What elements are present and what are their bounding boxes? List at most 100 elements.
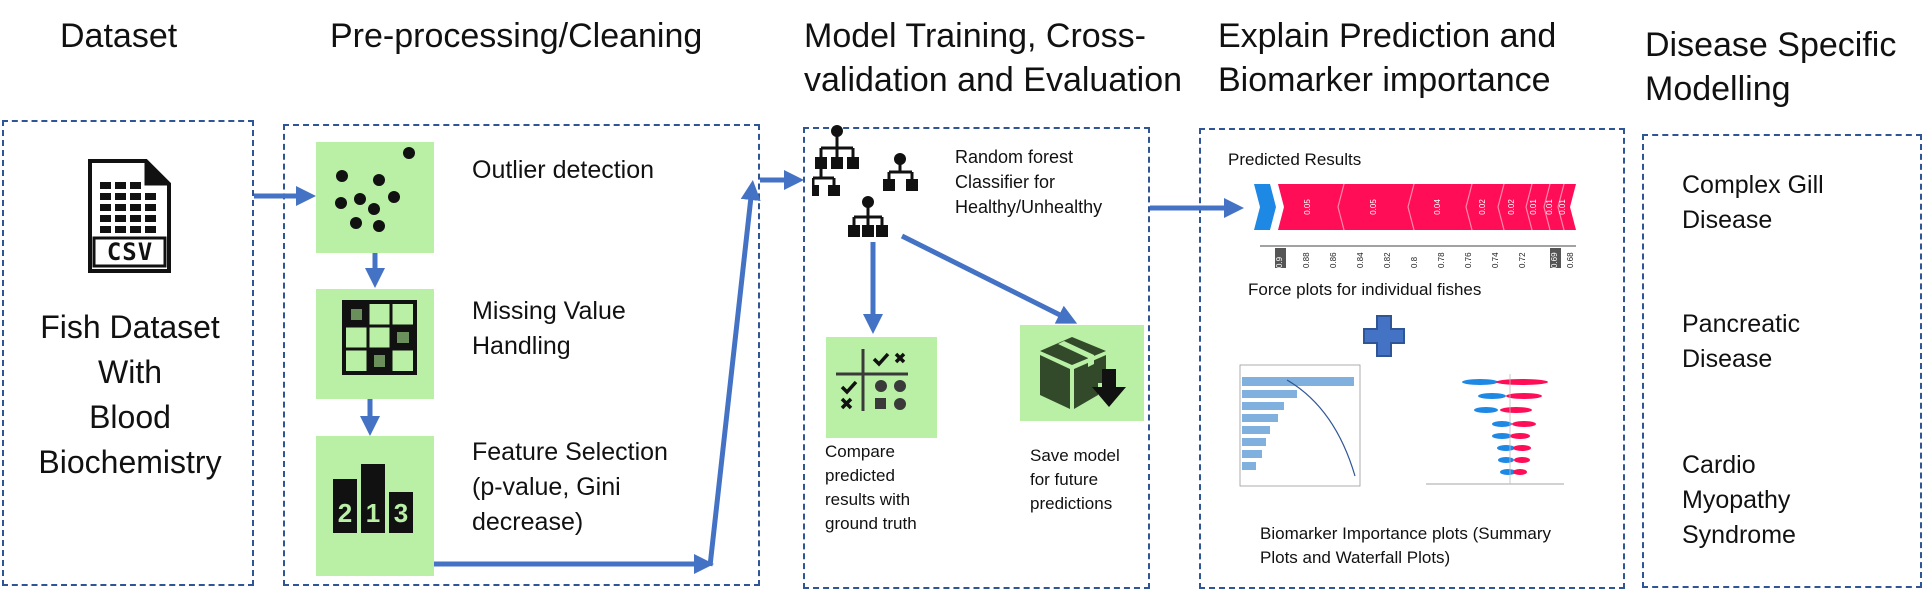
dataset-label-line2: With: [98, 354, 162, 390]
disease-cardiomyopathy-line2: Myopathy: [1682, 486, 1791, 514]
force-tick-5: 0.82: [1383, 252, 1392, 268]
header-disease-line2: Modelling: [1645, 70, 1791, 108]
force-value-1: 0.05: [1303, 199, 1312, 215]
force-value-3: 0.04: [1433, 199, 1442, 215]
force-tick-9: 0.74: [1491, 252, 1500, 268]
missing-value-label: Missing Value Handling: [472, 294, 626, 364]
header-training-line1: Model Training, Cross-: [804, 17, 1147, 55]
random-forest-line2: Classifier for: [955, 172, 1056, 192]
disease-complex-gill-line2: Disease: [1682, 206, 1773, 234]
compare-results-tile: [826, 337, 937, 438]
force-tick-4: 0.84: [1356, 252, 1365, 268]
force-value-8: 0.01: [1558, 199, 1567, 215]
force-plot: 0.05 0.05 0.04 0.02 0.02 0.01 0.01 0.01 …: [1254, 184, 1580, 270]
rank-digit-3: 3: [393, 498, 409, 528]
disease-cardiomyopathy-line3: Syndrome: [1682, 521, 1796, 549]
disease-complex-gill: Complex Gill Disease: [1682, 168, 1824, 238]
disease-pancreatic-line1: Pancreatic: [1682, 310, 1801, 338]
plus-icon: [1362, 314, 1406, 358]
predicted-results-label: Predicted Results: [1228, 150, 1362, 169]
plus-icon-graphic: [1363, 315, 1405, 357]
force-value-4: 0.02: [1478, 199, 1487, 215]
rank-digit-1: 1: [365, 498, 381, 528]
missing-value-tile: [316, 289, 434, 399]
random-forest-label: Random forest Classifier for Healthy/Unh…: [955, 145, 1102, 220]
save-model-label: Save model for future predictions: [1030, 444, 1120, 516]
summary-bar-plot-graphic: [1239, 364, 1361, 487]
disease-complex-gill-line1: Complex Gill: [1682, 171, 1824, 199]
force-tick-12: 0.68: [1566, 252, 1575, 268]
compare-line2: predicted: [825, 466, 895, 485]
disease-pancreatic: Pancreatic Disease: [1682, 307, 1800, 377]
save-model-line3: predictions: [1030, 494, 1113, 513]
force-plot-caption: Force plots for individual fishes: [1248, 280, 1482, 299]
scatter-dots-icon: [335, 147, 415, 232]
preprocessing-box: [283, 124, 760, 586]
importance-caption-line2: Plots and Waterfall Plots): [1260, 548, 1451, 567]
rank-digit-2: 2: [337, 498, 353, 528]
header-explain-line1: Explain Prediction and: [1218, 17, 1557, 55]
missing-value-line2: Handling: [472, 332, 571, 360]
header-disease-line1: Disease Specific: [1645, 26, 1897, 64]
header-training: Model Training, Cross- validation and Ev…: [804, 14, 1182, 102]
dataset-label-line1: Fish Dataset: [40, 309, 220, 345]
force-value-2: 0.05: [1369, 199, 1378, 215]
outlier-tile: [316, 142, 434, 253]
header-training-line2: validation and Evaluation: [804, 61, 1183, 99]
importance-caption-line1: Biomarker Importance plots (Summary: [1260, 524, 1551, 543]
feature-selection-tile: 2 1 3: [316, 436, 434, 576]
header-preprocessing: Pre-processing/Cleaning: [330, 17, 703, 55]
force-value-5: 0.02: [1507, 199, 1516, 215]
compare-line3: results with: [825, 490, 911, 509]
force-tick-8: 0.76: [1464, 252, 1473, 268]
compare-line1: Compare: [825, 442, 895, 461]
training-box: [803, 127, 1150, 589]
save-model-tile: [1020, 325, 1144, 421]
dataset-box: [2, 120, 254, 586]
csv-file-icon-graphic: [88, 159, 171, 273]
compare-label: Compare predicted results with ground tr…: [825, 440, 917, 536]
random-forest-icon: [812, 124, 930, 240]
header-explain: Explain Prediction and Biomarker importa…: [1218, 14, 1556, 102]
disease-cardiomyopathy-line1: Cardio: [1682, 451, 1756, 479]
missing-value-line1: Missing Value: [472, 297, 626, 325]
outlier-label: Outlier detection: [472, 156, 655, 184]
compare-line4: ground truth: [825, 514, 917, 533]
summary-bar-plot: [1237, 362, 1363, 492]
feature-selection-label: Feature Selection (p-value, Gini decreas…: [472, 435, 668, 540]
force-tick-10: 0.72: [1518, 252, 1527, 268]
disease-box: [1642, 134, 1922, 588]
force-tick-3: 0.86: [1329, 252, 1338, 268]
force-tick-1: 0.9: [1275, 256, 1284, 268]
podium-rank-icon: [333, 464, 413, 533]
package-download-icon: [1040, 337, 1126, 409]
csv-file-icon: CSV: [86, 158, 172, 274]
force-tick-6: 0.8: [1410, 256, 1419, 268]
decision-tree-icon: [812, 125, 918, 237]
tic-tac-toe-icon: [836, 349, 908, 411]
feature-selection-line3: decrease): [472, 508, 584, 536]
header-explain-line2: Biomarker importance: [1218, 61, 1551, 99]
save-model-line2: for future: [1030, 470, 1099, 489]
force-tick-7: 0.78: [1437, 252, 1446, 268]
grid-table-icon: [342, 300, 417, 375]
disease-cardiomyopathy: Cardio Myopathy Syndrome: [1682, 448, 1796, 553]
feature-selection-line1: Feature Selection: [472, 438, 668, 466]
dataset-label-line3: Blood: [89, 399, 171, 435]
header-dataset: Dataset: [60, 17, 178, 55]
csv-icon-text: CSV: [106, 238, 154, 266]
header-disease: Disease Specific Modelling: [1645, 23, 1896, 111]
save-model-line1: Save model: [1030, 446, 1120, 465]
random-forest-line3: Healthy/Unhealthy: [955, 197, 1103, 217]
dataset-label-line4: Biochemistry: [38, 444, 222, 480]
disease-pancreatic-line2: Disease: [1682, 345, 1773, 373]
summary-beeswarm-plot-graphic: [1426, 374, 1564, 485]
explain-box: [1199, 128, 1625, 589]
random-forest-line1: Random forest: [955, 147, 1074, 167]
importance-caption: Biomarker Importance plots (Summary Plot…: [1260, 522, 1551, 570]
force-tick-11: 0.69: [1550, 252, 1559, 268]
dataset-label: Fish Dataset With Blood Biochemistry: [10, 305, 250, 485]
force-plot-graphic: [1254, 184, 1576, 268]
force-tick-2: 0.88: [1302, 252, 1311, 268]
feature-selection-line2: (p-value, Gini: [472, 473, 621, 501]
